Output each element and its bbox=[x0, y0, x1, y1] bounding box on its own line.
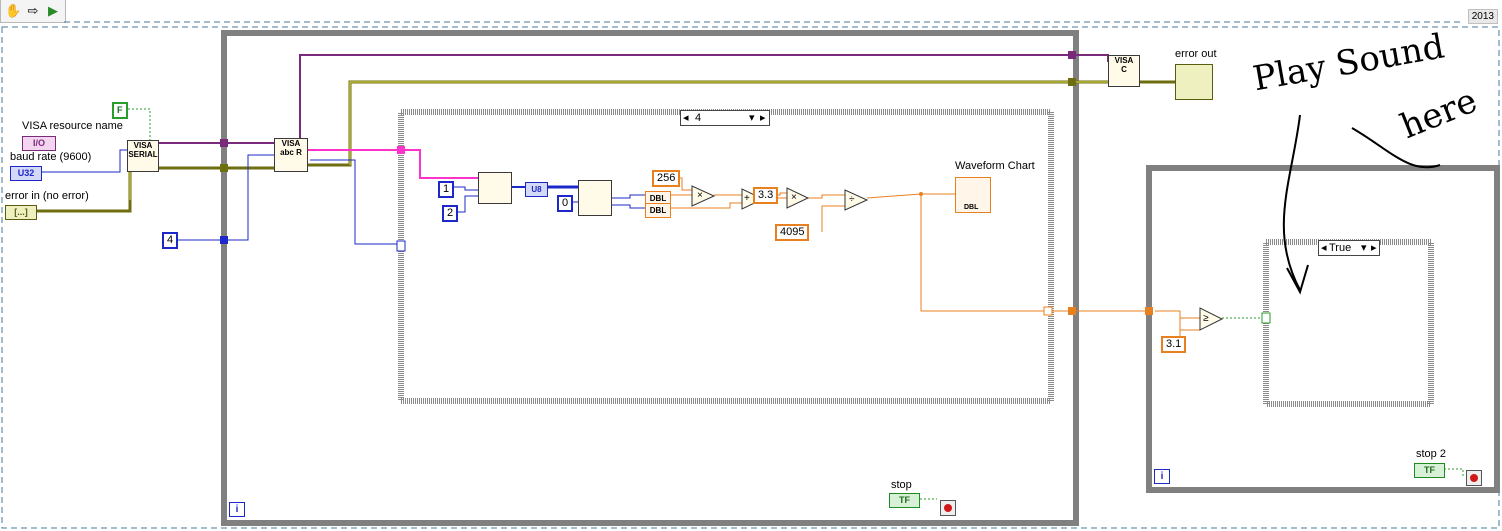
constant-4[interactable]: 4 bbox=[162, 232, 179, 249]
baud-rate-control[interactable]: U32 bbox=[10, 166, 42, 181]
case-selector-value: 4 bbox=[695, 112, 702, 124]
constant-0[interactable]: 0 bbox=[557, 195, 574, 212]
hand-icon[interactable]: ✋ bbox=[5, 3, 22, 18]
next-case-arrow-icon[interactable]: ▸ bbox=[760, 112, 766, 124]
stop2-condition-icon[interactable] bbox=[1466, 470, 1482, 486]
stop2-control[interactable]: TF bbox=[1414, 463, 1445, 478]
inner-case-dropdown-icon[interactable]: ▾ bbox=[1361, 242, 1367, 254]
index-array-node[interactable] bbox=[578, 180, 612, 216]
constant-3-3[interactable]: 3.3 bbox=[753, 187, 779, 204]
inner-case-selector[interactable]: ◂ True ▾ ▸ bbox=[1318, 240, 1380, 256]
error-out-label: error out bbox=[1175, 48, 1217, 60]
divide-symbol: ÷ bbox=[849, 194, 855, 205]
case-selector[interactable]: ◂ 4 ▾ ▸ bbox=[680, 110, 770, 126]
visa-resource-control[interactable]: I/O bbox=[22, 136, 56, 151]
stop-control[interactable]: TF bbox=[889, 493, 920, 508]
stop2-label: stop 2 bbox=[1416, 448, 1446, 460]
version-year-badge: 2013 bbox=[1467, 9, 1498, 24]
constant-2[interactable]: 2 bbox=[442, 205, 459, 222]
constant-3-1[interactable]: 3.1 bbox=[1161, 336, 1187, 353]
second-loop-iteration-terminal: i bbox=[1154, 469, 1170, 484]
forward-arrow-icon[interactable]: ⇨ bbox=[27, 3, 39, 18]
error-in-control[interactable]: [...] bbox=[5, 205, 37, 220]
stop-condition-icon[interactable] bbox=[940, 500, 956, 516]
constant-256[interactable]: 256 bbox=[652, 170, 681, 187]
second-while-loop-frame bbox=[1146, 165, 1500, 493]
main-loop-iteration-terminal: i bbox=[229, 502, 245, 517]
case-structure-frame bbox=[398, 109, 1054, 404]
error-out-indicator[interactable] bbox=[1175, 64, 1213, 100]
toolbar: ✋ ⇨ ▶ bbox=[0, 0, 66, 23]
multiply-symbol-2: × bbox=[791, 192, 797, 203]
baud-rate-label: baud rate (9600) bbox=[10, 151, 92, 163]
false-constant[interactable]: F bbox=[112, 102, 128, 119]
prev-case-arrow-icon[interactable]: ◂ bbox=[683, 112, 689, 124]
visa-resource-label: VISA resource name bbox=[22, 120, 123, 132]
inner-prev-case-arrow-icon[interactable]: ◂ bbox=[1321, 242, 1327, 254]
waveform-chart-indicator[interactable]: DBL bbox=[955, 177, 991, 213]
greater-equal-symbol: ≥ bbox=[1203, 313, 1209, 324]
multiply-symbol-1: × bbox=[697, 190, 703, 201]
error-in-label: error in (no error) bbox=[5, 190, 89, 202]
inner-case-selector-value: True bbox=[1329, 242, 1352, 254]
inner-next-case-arrow-icon[interactable]: ▸ bbox=[1371, 242, 1377, 254]
main-while-loop-frame bbox=[221, 30, 1079, 526]
stop-label: stop bbox=[891, 479, 912, 491]
case-dropdown-icon[interactable]: ▾ bbox=[749, 112, 755, 124]
string-to-byte-array-node[interactable]: U8 bbox=[525, 182, 548, 197]
to-double-node-2[interactable]: DBL bbox=[645, 203, 671, 218]
constant-1[interactable]: 1 bbox=[438, 181, 455, 198]
constant-4095[interactable]: 4095 bbox=[775, 224, 810, 241]
string-subset-node[interactable] bbox=[478, 172, 512, 204]
diagram-dashed-border bbox=[1, 26, 1500, 529]
run-icon[interactable]: ▶ bbox=[48, 3, 58, 18]
add-symbol: + bbox=[744, 193, 750, 204]
waveform-chart-label: Waveform Chart bbox=[955, 160, 1035, 172]
